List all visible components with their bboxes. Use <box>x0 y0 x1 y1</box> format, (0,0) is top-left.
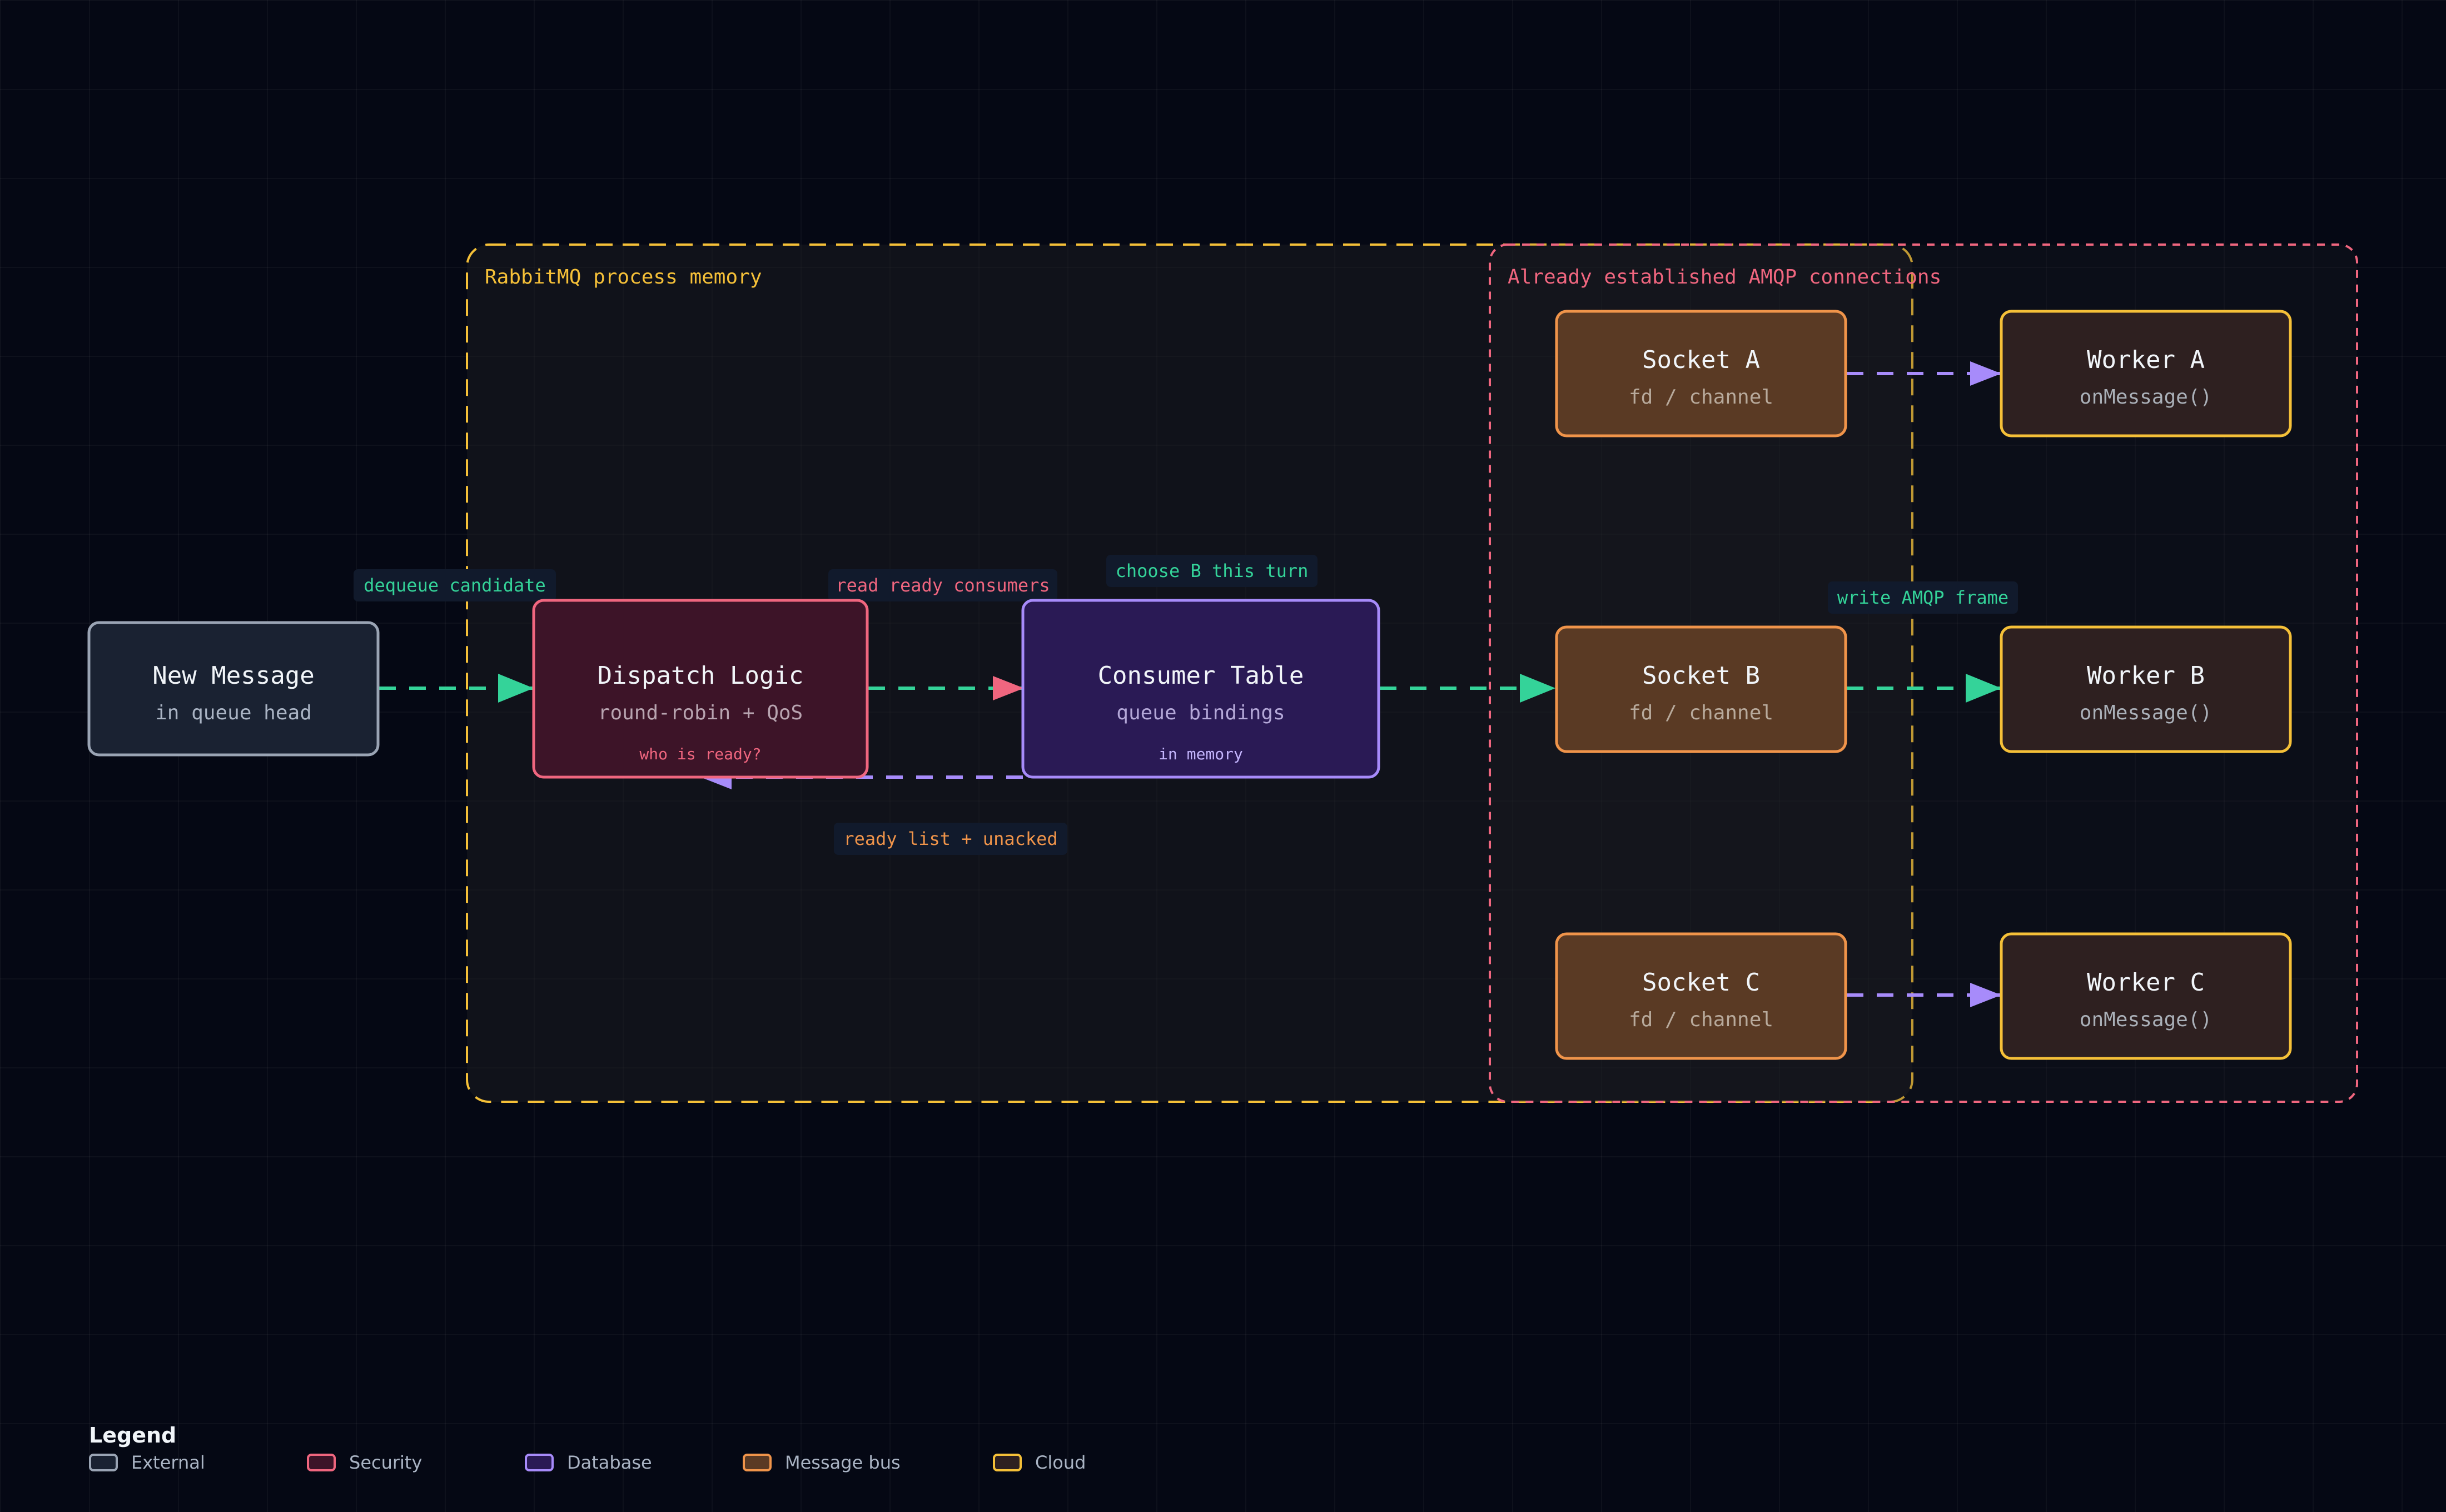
svg-text:write AMQP frame: write AMQP frame <box>1837 587 2008 608</box>
svg-text:in memory: in memory <box>1159 745 1243 763</box>
svg-text:in queue head: in queue head <box>155 702 312 724</box>
svg-text:round-robin + QoS: round-robin + QoS <box>598 702 803 724</box>
group-label-rabbitmq: RabbitMQ process memory <box>485 266 762 289</box>
svg-text:onMessage(): onMessage() <box>2080 386 2212 409</box>
legend-item-cloud: Cloud <box>993 1452 1160 1473</box>
svg-text:ready list + unacked: ready list + unacked <box>843 828 1057 849</box>
svg-text:Socket C: Socket C <box>1642 968 1760 997</box>
svg-text:choose B this turn: choose B this turn <box>1116 560 1309 581</box>
node-dispatch-logic[interactable]: Dispatch Logic round-robin + QoS who is … <box>532 599 869 779</box>
legend-swatch <box>743 1454 772 1471</box>
legend-swatch <box>307 1454 336 1471</box>
legend-item-external: External <box>89 1452 307 1473</box>
svg-text:Worker C: Worker C <box>2087 968 2205 997</box>
legend: Legend External Security Database Messag… <box>89 1423 1160 1473</box>
svg-text:New Message: New Message <box>152 662 314 690</box>
legend-item-database: Database <box>525 1452 743 1473</box>
edge-label-dequeue: dequeue candidate <box>354 569 556 601</box>
legend-swatch <box>89 1454 118 1471</box>
legend-item-security: Security <box>307 1452 525 1473</box>
legend-title: Legend <box>89 1423 177 1448</box>
svg-text:who is ready?: who is ready? <box>639 745 761 763</box>
edge-label-ready-list: ready list + unacked <box>834 823 1067 855</box>
node-worker-a[interactable]: Worker A onMessage() <box>2000 310 2292 437</box>
node-new-message[interactable]: New Message in queue head <box>87 621 380 757</box>
svg-text:Socket B: Socket B <box>1642 662 1760 690</box>
node-worker-b[interactable]: Worker B onMessage() <box>2000 625 2292 753</box>
svg-text:read ready consumers: read ready consumers <box>836 575 1050 596</box>
svg-text:Socket A: Socket A <box>1642 346 1760 374</box>
legend-swatch <box>993 1454 1022 1471</box>
node-socket-a[interactable]: Socket A fd / channel <box>1555 310 1847 437</box>
node-worker-c[interactable]: Worker C onMessage() <box>2000 932 2292 1060</box>
svg-text:Worker B: Worker B <box>2087 662 2205 690</box>
group-label-amqp: Already established AMQP connections <box>1508 266 1941 289</box>
svg-text:fd / channel: fd / channel <box>1629 1008 1773 1031</box>
svg-text:Dispatch Logic: Dispatch Logic <box>598 662 804 690</box>
node-socket-b[interactable]: Socket B fd / channel <box>1555 625 1847 753</box>
svg-text:Consumer Table: Consumer Table <box>1098 662 1304 690</box>
legend-items: External Security Database Message bus C… <box>89 1452 1160 1473</box>
svg-text:queue bindings: queue bindings <box>1116 702 1285 724</box>
svg-text:onMessage(): onMessage() <box>2080 702 2212 724</box>
svg-text:fd / channel: fd / channel <box>1629 702 1773 724</box>
legend-item-message-bus: Message bus <box>743 1452 993 1473</box>
edge-label-choose-b: choose B this turn <box>1106 555 1318 587</box>
node-consumer-table[interactable]: Consumer Table queue bindings in memory <box>1021 599 1380 779</box>
edge-label-read-ready: read ready consumers <box>828 569 1057 601</box>
svg-text:dequeue candidate: dequeue candidate <box>364 575 546 596</box>
svg-text:onMessage(): onMessage() <box>2080 1008 2212 1031</box>
group-amqp-connections: Already established AMQP connections <box>1489 243 2358 1103</box>
edge-label-write-frame: write AMQP frame <box>1828 581 2018 614</box>
legend-swatch <box>525 1454 554 1471</box>
svg-text:Worker A: Worker A <box>2087 346 2205 374</box>
node-socket-c[interactable]: Socket C fd / channel <box>1555 932 1847 1060</box>
svg-text:fd / channel: fd / channel <box>1629 386 1773 409</box>
